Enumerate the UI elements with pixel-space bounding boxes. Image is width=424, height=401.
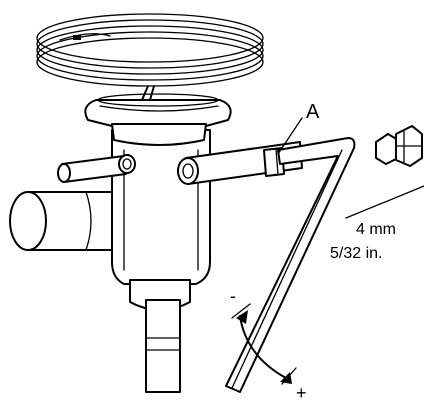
power-head: [84, 93, 232, 146]
minus-label: -: [230, 286, 236, 306]
plus-label: +: [296, 383, 307, 401]
rotation-indicator: [231, 303, 297, 385]
adjustment-pipe: [177, 141, 303, 185]
hex-key: [225, 137, 356, 393]
callout-a-leader: [277, 117, 303, 155]
capillary-coil: [36, 13, 264, 87]
rotation-arrow-plus-head: [280, 372, 292, 384]
callout-a-label: A: [306, 101, 320, 123]
capillary-stem: [141, 85, 155, 101]
wrench-size-leader: [345, 185, 424, 219]
equalizer-tube: [57, 154, 136, 183]
cap-nut: [375, 125, 423, 167]
wrench-size-in-label: 5/32 in.: [330, 245, 382, 262]
inlet-pipe: [9, 191, 113, 251]
wrench-size-mm-label: 4 mm: [356, 221, 396, 238]
rotation-arrow-minus-head: [236, 310, 248, 324]
